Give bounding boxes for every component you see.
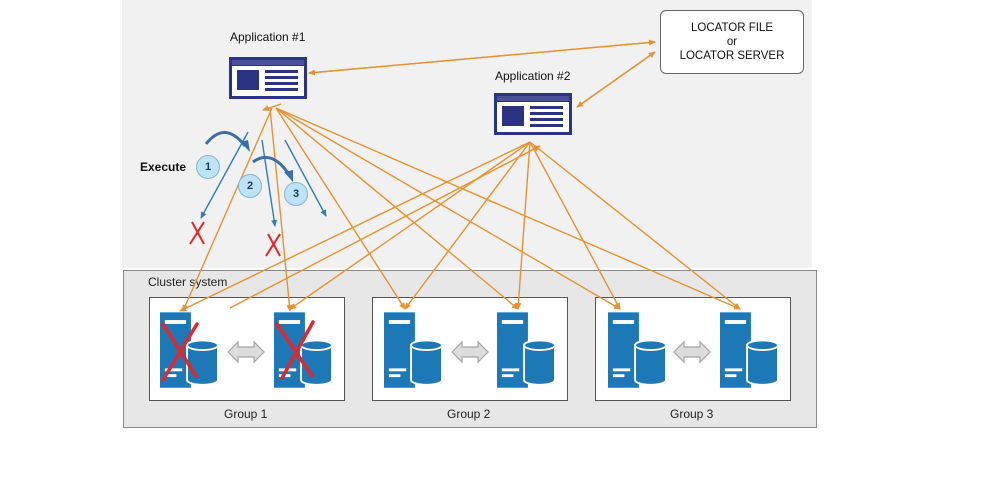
failed-attempt-marks (189, 221, 281, 257)
application-2-window-icon (494, 93, 572, 135)
app2-connections (179, 141, 741, 312)
group-2-label: Group 2 (447, 407, 491, 421)
server-icon (160, 312, 218, 389)
step-3-badge: 3 (284, 182, 308, 206)
step-2-badge: 2 (238, 174, 262, 198)
locator-line-1: LOCATOR FILE (690, 22, 773, 34)
server-icon (720, 312, 778, 389)
locator-line-3: LOCATOR SERVER (679, 50, 785, 62)
replication-arrow-icon (451, 341, 489, 363)
group-1-label: Group 1 (224, 407, 268, 421)
application-2-label: Application #2 (495, 69, 571, 83)
curve-arrowhead-2 (284, 170, 293, 182)
curve-arrowhead-1 (240, 140, 250, 152)
step-1-badge: 1 (196, 155, 220, 179)
cluster-title: Cluster system (148, 275, 228, 289)
locator-box: LOCATOR FILE or LOCATOR SERVER (660, 10, 804, 74)
execute-label: Execute (140, 160, 187, 174)
execute-arrows (200, 131, 327, 227)
replication-arrow-icon (227, 341, 265, 363)
replication-arrow-icon (673, 341, 711, 363)
server-icon (384, 312, 442, 389)
server-failure-crosses (161, 320, 315, 382)
application-1-label: Application #1 (230, 30, 306, 44)
locator-line-2: or (726, 36, 738, 48)
app1-connections (182, 103, 741, 312)
server-icon (608, 312, 666, 389)
server-icon (497, 312, 555, 389)
locator-connections (308, 39, 656, 108)
application-1-window-icon (229, 57, 307, 99)
group-3-label: Group 3 (670, 407, 714, 421)
